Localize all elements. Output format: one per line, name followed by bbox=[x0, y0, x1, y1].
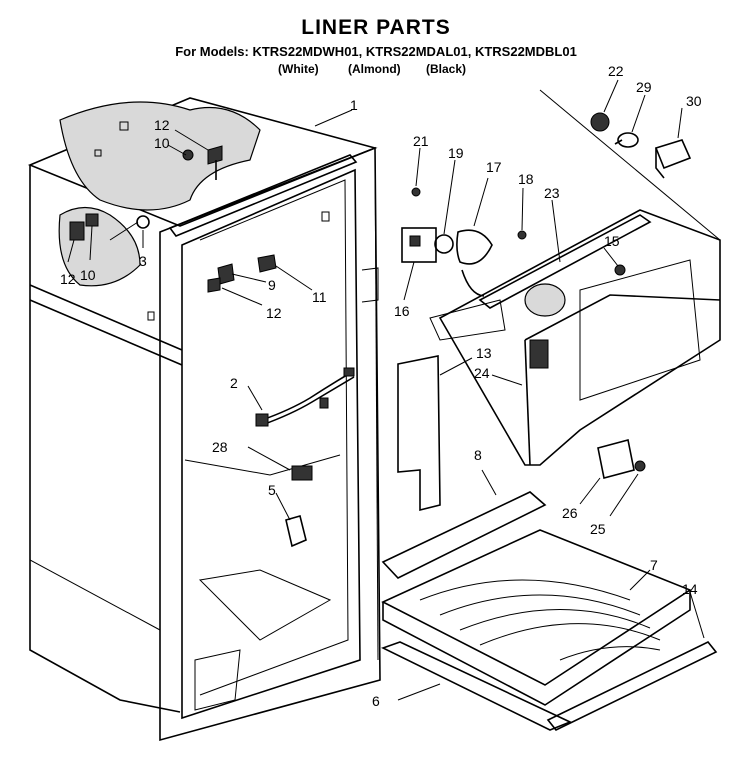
callout-21: 21 bbox=[413, 133, 429, 149]
diagram-title: LINER PARTS bbox=[301, 16, 451, 39]
socket-part bbox=[285, 515, 307, 548]
trim-strip bbox=[546, 641, 718, 731]
color-black: (Black) bbox=[426, 62, 467, 76]
callout-24: 24 bbox=[474, 365, 490, 381]
panel-part bbox=[397, 355, 441, 512]
callout-12-left: 12 bbox=[60, 271, 76, 287]
clip-parts bbox=[207, 254, 277, 293]
color-almond: (Almond) bbox=[348, 62, 401, 76]
callout-26: 26 bbox=[562, 505, 578, 521]
pan-cover bbox=[381, 491, 547, 579]
callout-19: 19 bbox=[448, 145, 464, 161]
callout-7: 7 bbox=[650, 557, 658, 573]
callout-17: 17 bbox=[486, 159, 502, 175]
callout-25: 25 bbox=[590, 521, 606, 537]
callout-6: 6 bbox=[372, 693, 380, 709]
callout-10-left: 10 bbox=[80, 267, 96, 283]
color-white: (White) bbox=[278, 62, 319, 76]
callout-9: 9 bbox=[268, 277, 276, 293]
callout-5: 5 bbox=[268, 482, 276, 498]
evaporator-cover bbox=[429, 209, 721, 479]
model-numbers: For Models: KTRS22MDWH01, KTRS22MDAL01, … bbox=[175, 44, 577, 59]
callout-15: 15 bbox=[604, 233, 620, 249]
crisper-drawer bbox=[381, 529, 692, 706]
callout-labels: 1 2 3 5 6 7 8 9 10 10 11 12 12 12 13 14 … bbox=[60, 63, 702, 709]
callout-29: 29 bbox=[636, 79, 652, 95]
callout-18: 18 bbox=[518, 171, 534, 187]
fan-motor-assembly bbox=[401, 187, 527, 297]
callout-23: 23 bbox=[544, 185, 560, 201]
callout-28: 28 bbox=[212, 439, 228, 455]
callout-14: 14 bbox=[682, 581, 698, 597]
callout-12-mid: 12 bbox=[266, 305, 282, 321]
callout-12-top: 12 bbox=[154, 117, 170, 133]
leader-lines bbox=[67, 79, 705, 701]
light-assembly bbox=[539, 89, 721, 241]
callout-16: 16 bbox=[394, 303, 410, 319]
connector-part bbox=[291, 465, 313, 481]
callout-3: 3 bbox=[139, 253, 147, 269]
callout-13: 13 bbox=[476, 345, 492, 361]
callout-11: 11 bbox=[312, 289, 327, 305]
drawer-rail bbox=[380, 641, 573, 731]
callout-2: 2 bbox=[230, 375, 238, 391]
liner-cabinet bbox=[27, 97, 381, 742]
wire-harness bbox=[255, 367, 355, 427]
callout-10-top: 10 bbox=[154, 135, 170, 151]
callout-22: 22 bbox=[608, 63, 624, 79]
callout-30: 30 bbox=[686, 93, 702, 109]
callout-8: 8 bbox=[474, 447, 482, 463]
callout-1: 1 bbox=[350, 97, 358, 113]
